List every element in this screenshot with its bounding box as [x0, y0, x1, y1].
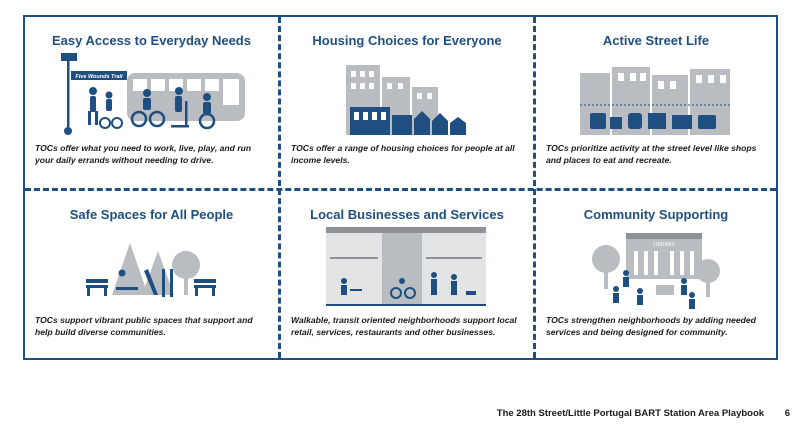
cell-housing-choices: Housing Choices for Everyone [281, 17, 533, 188]
cell-active-street-life: Active Street Life [536, 17, 776, 188]
horizontal-divider [25, 188, 776, 191]
cell-description: TOCs support vibrant public spaces that … [35, 315, 253, 337]
cell-title: Housing Choices for Everyone [312, 33, 502, 48]
cell-safe-spaces: Safe Spaces for All People TOCs support … [25, 191, 278, 358]
cell-title: Safe Spaces for All People [69, 207, 234, 222]
document-title: The 28th Street/Little Portugal BART Sta… [496, 408, 765, 419]
storefront-illustration-icon [281, 221, 533, 307]
cell-description: Walkable, transit oriented neighborhoods… [291, 315, 517, 337]
cell-description: TOCs offer what you need to work, live, … [35, 143, 252, 165]
park-playground-illustration-icon [25, 235, 278, 299]
page-number: 6 [784, 408, 790, 419]
library-community-illustration-icon: LIBRARY [536, 229, 776, 309]
trail-sign: Five Wounds Trail [75, 74, 123, 80]
vertical-divider [278, 17, 281, 358]
cell-title: Easy Access to Everyday Needs [52, 33, 251, 48]
housing-buildings-illustration-icon [281, 63, 533, 135]
cell-title: Active Street Life [602, 33, 710, 48]
transit-access-illustration-icon: Five Wounds Trail [25, 53, 278, 138]
cell-description: TOCs offer a range of housing choices fo… [291, 143, 515, 165]
page-footer: The 28th Street/Little Portugal BART Sta… [497, 408, 790, 419]
toc-benefits-panel: Easy Access to Everyday Needs Five Wound… [23, 15, 778, 360]
cell-community-supporting: Community Supporting LIBRARY [536, 191, 776, 358]
street-shops-illustration-icon [536, 63, 776, 135]
cell-title: Community Supporting [583, 207, 729, 222]
cell-description: TOCs strengthen neighborhoods by adding … [546, 315, 756, 337]
cell-description: TOCs prioritize activity at the street l… [546, 143, 757, 165]
cell-local-businesses: Local Businesses and Services [281, 191, 533, 358]
cell-title: Local Businesses and Services [310, 207, 504, 222]
cell-easy-access: Easy Access to Everyday Needs Five Wound… [25, 17, 278, 188]
vertical-divider [533, 17, 536, 358]
library-sign: LIBRARY [653, 242, 675, 248]
